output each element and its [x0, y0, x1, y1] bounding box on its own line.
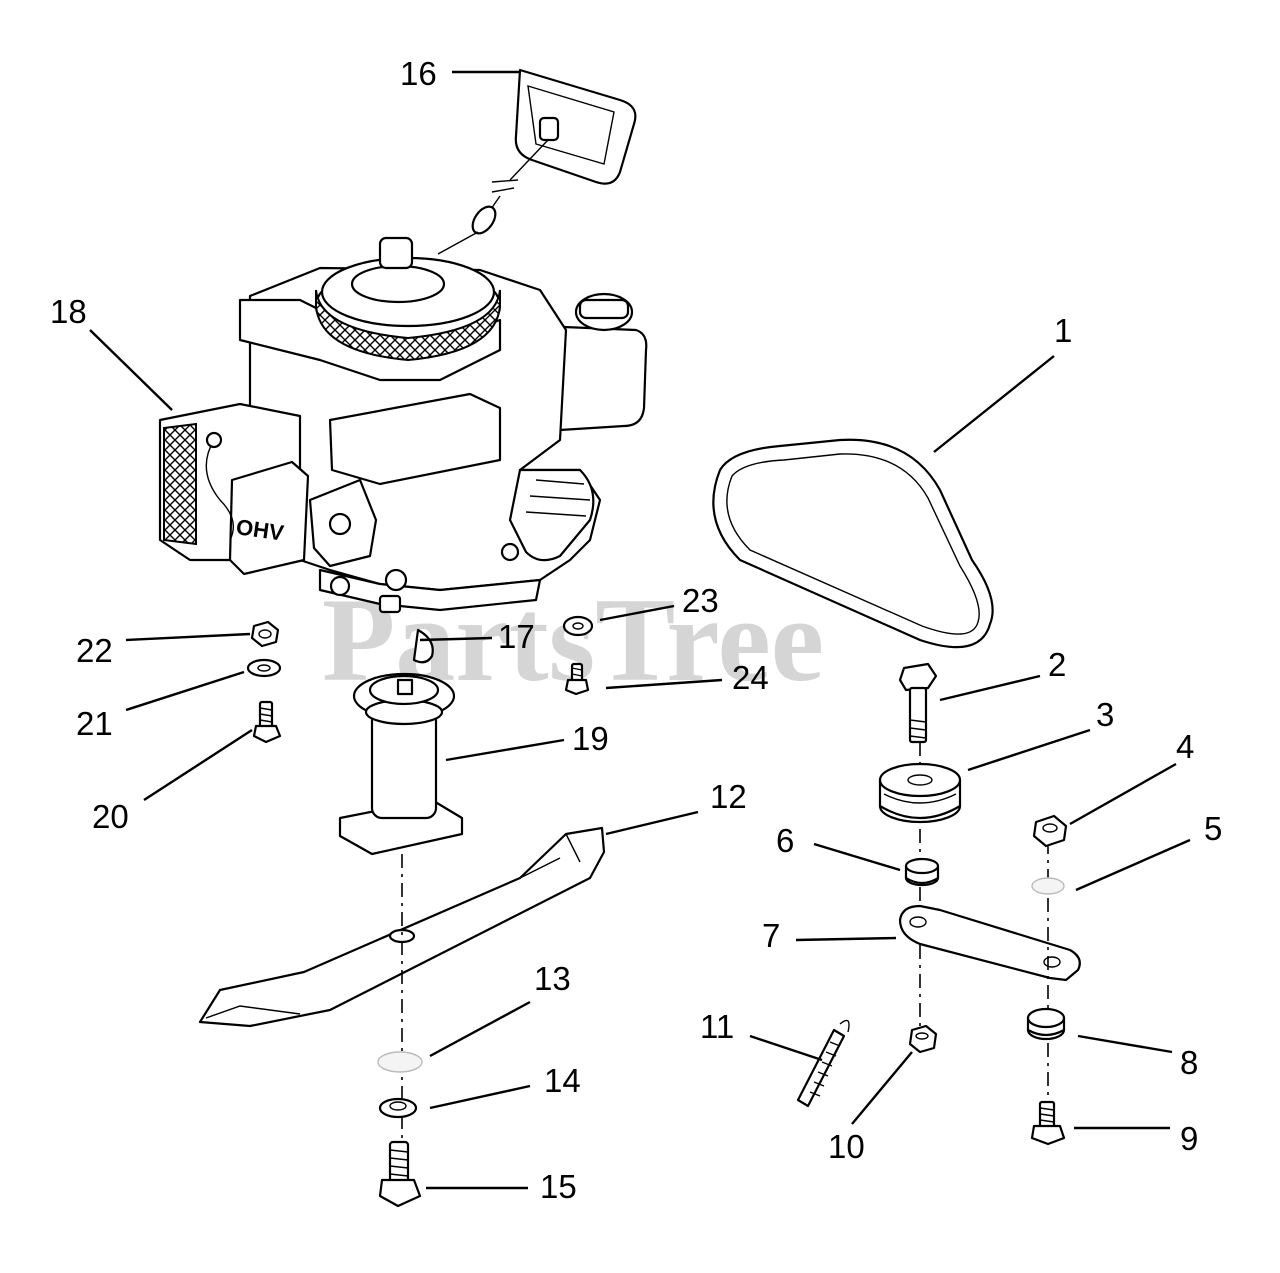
key-17-part: [412, 628, 434, 664]
callout-10: 10: [828, 1128, 865, 1165]
belt-part: [712, 438, 994, 649]
bolt-20-part: [252, 700, 282, 744]
callout-13: 13: [534, 960, 571, 997]
callout-21: 21: [76, 705, 113, 742]
callout-15: 15: [540, 1168, 577, 1205]
blade-12-part: [198, 826, 606, 1028]
washer-21-part: [246, 658, 282, 678]
callout-4: 4: [1176, 728, 1194, 765]
callout-23: 23: [682, 582, 719, 619]
callout-8: 8: [1180, 1044, 1198, 1081]
engine-part: OHV: [158, 236, 648, 614]
callout-16: 16: [400, 55, 437, 92]
callout-24: 24: [732, 659, 769, 696]
callout-1: 1: [1054, 312, 1072, 349]
idler-arm-7-part: [898, 904, 1081, 982]
spacer-6-part: [904, 857, 940, 887]
bolt-2-part: [898, 662, 938, 744]
spring-11-part: [796, 1019, 850, 1108]
starter-handle-part: [437, 68, 637, 255]
pulley-3-part: [878, 762, 962, 824]
callout-2: 2: [1048, 646, 1066, 683]
nut-14-part: [378, 1097, 418, 1119]
washer-13-part: [377, 1051, 423, 1073]
leader-lines: [89, 70, 1191, 1190]
bolt-24-part: [564, 662, 590, 696]
callout-7: 7: [762, 917, 780, 954]
washer-5-part: [1031, 877, 1065, 895]
callout-20: 20: [92, 798, 129, 835]
bushing-8-part: [1026, 1007, 1066, 1041]
washer-23-part: [562, 615, 594, 637]
callout-11: 11: [700, 1008, 734, 1045]
nut-10-part: [908, 1024, 938, 1054]
callout-6: 6: [776, 822, 794, 859]
callout-22: 22: [76, 632, 113, 669]
callout-3: 3: [1096, 696, 1114, 733]
callout-19: 19: [572, 720, 609, 757]
callout-14: 14: [544, 1062, 581, 1099]
callout-9: 9: [1180, 1120, 1198, 1157]
nut-4-part: [1032, 814, 1068, 848]
callout-12: 12: [710, 778, 747, 815]
bolt-9-part: [1030, 1100, 1066, 1146]
callout-5: 5: [1204, 810, 1222, 847]
callout-17: 17: [498, 618, 535, 655]
callout-labels: 16 18 1 22 21 20 17 23 24 19 12 2 3 4 5 …: [50, 55, 1222, 1205]
bolt-15-part: [378, 1140, 422, 1208]
nut-22-part: [250, 620, 280, 648]
blade-adapter-19-part: [338, 672, 464, 856]
callout-18: 18: [50, 293, 87, 330]
